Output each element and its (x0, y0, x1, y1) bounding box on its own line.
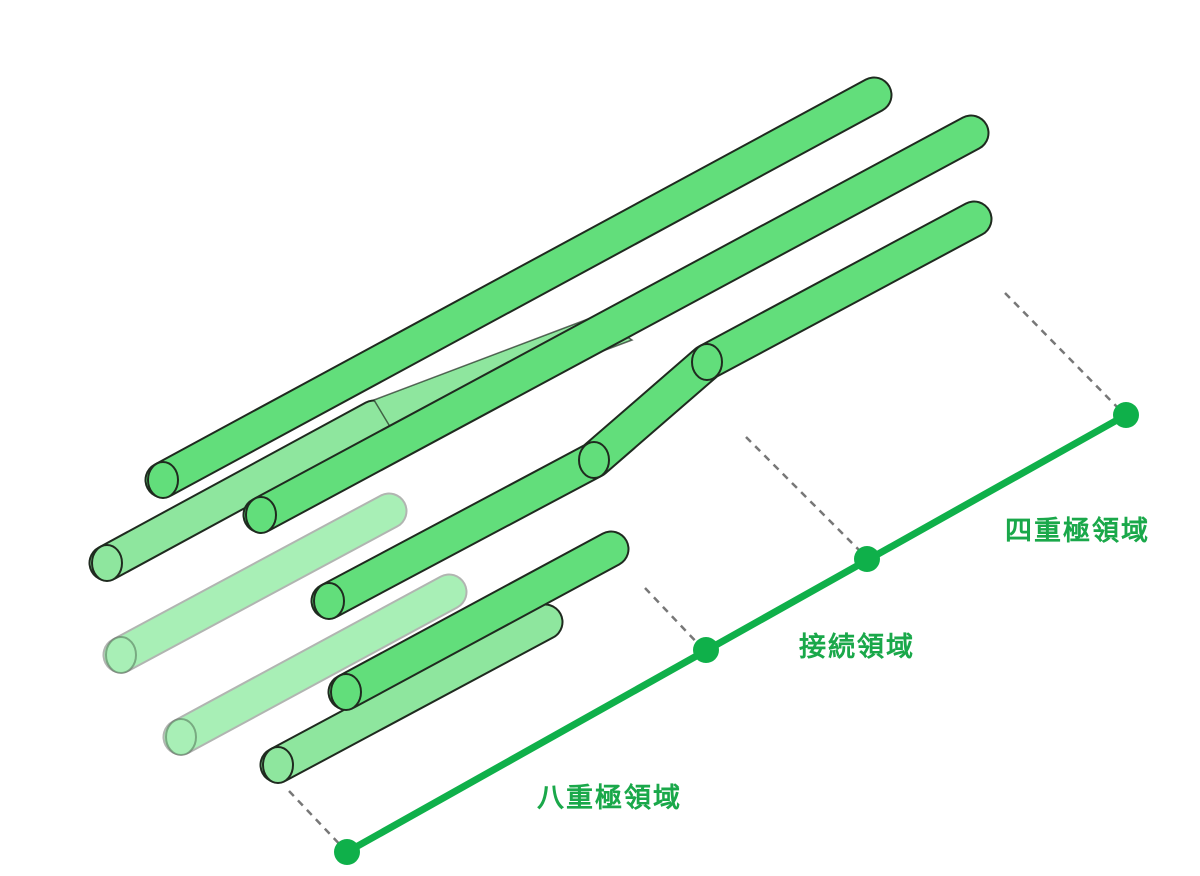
rod-top-long (144, 76, 893, 499)
axis-marker-connection-end (854, 546, 880, 572)
region-label-octupole: 八重極領域 (537, 782, 682, 814)
rod-short-front (327, 530, 630, 711)
dashed-leaders (288, 292, 1125, 852)
axis-marker-connection-start (693, 637, 719, 663)
dashed-leader-octupole (288, 790, 347, 852)
region-label-connection: 接続領域 (799, 631, 915, 663)
rod-left-lower (88, 399, 393, 582)
region-axis-line (343, 411, 1130, 856)
axis-marker-quadrupole-end (1113, 402, 1139, 428)
rod-middle-long (242, 114, 990, 534)
rod-faded-1 (102, 492, 408, 674)
rod-faded-2 (162, 573, 468, 756)
axis-marker-octupole-start (334, 839, 360, 865)
dashed-leader-connection-end (745, 436, 867, 558)
region-label-quadrupole: 四重極領域 (1005, 515, 1150, 547)
rod-bent (310, 200, 993, 620)
dashed-leader-connection-start (644, 587, 705, 651)
rod-bottom-lower (259, 603, 564, 784)
dashed-leader-quadrupole (1004, 292, 1125, 415)
